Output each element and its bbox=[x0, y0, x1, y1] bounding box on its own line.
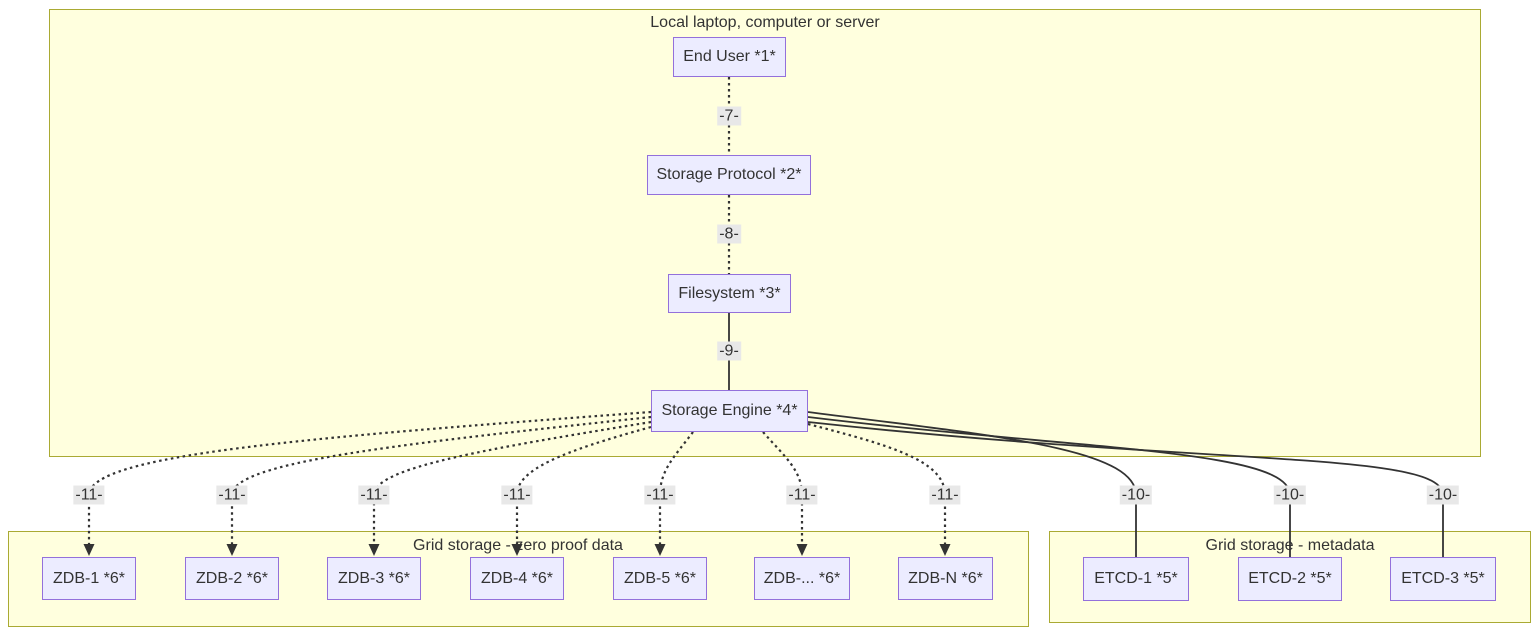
edge-line-11-zdb-n bbox=[807, 422, 947, 545]
node-storage-protocol: Storage Protocol *2* bbox=[647, 155, 811, 195]
edge-line-11-zdb-3 bbox=[372, 420, 652, 545]
edge-label-11-zdb-2: -11- bbox=[216, 485, 248, 505]
node-etcd-3: ETCD-3 *5* bbox=[1390, 557, 1496, 601]
edge-label-11-zdb-1: -11- bbox=[73, 485, 105, 505]
node-etcd-2: ETCD-2 *5* bbox=[1238, 557, 1342, 601]
container-local-title: Local laptop, computer or server bbox=[650, 14, 880, 31]
edge-line-10-etcd-2 bbox=[807, 416, 1291, 557]
node-zdb-1: ZDB-1 *6* bbox=[42, 557, 136, 600]
node-etcd-1: ETCD-1 *5* bbox=[1083, 557, 1189, 601]
edge-line-10-etcd-3 bbox=[807, 421, 1444, 557]
edge-label-7: -7- bbox=[717, 106, 741, 126]
node-zdb-5: ZDB-5 *6* bbox=[613, 557, 707, 600]
node-zdb-ellipsis: ZDB-... *6* bbox=[754, 557, 850, 600]
node-zdb-n: ZDB-N *6* bbox=[898, 557, 993, 600]
edge-label-9: -9- bbox=[717, 341, 741, 361]
node-filesystem: Filesystem *3* bbox=[668, 274, 791, 313]
node-end-user: End User *1* bbox=[673, 37, 786, 77]
arrowhead-zdb-n bbox=[939, 544, 951, 556]
arrowhead-zdb-4 bbox=[511, 544, 523, 556]
edge-label-11-zdb-5: -11- bbox=[644, 485, 676, 505]
arrowhead-zdb-5 bbox=[654, 544, 666, 556]
edge-label-11-zdb-ellipsis: -11- bbox=[786, 485, 818, 505]
node-zdb-3: ZDB-3 *6* bbox=[327, 557, 421, 600]
edge-line-11-zdb-1 bbox=[87, 410, 652, 545]
edge-label-8: -8- bbox=[717, 224, 741, 244]
container-local bbox=[49, 9, 1481, 457]
edge-label-10-etcd-2: -10- bbox=[1273, 485, 1307, 505]
edge-label-10-etcd-1: -10- bbox=[1119, 485, 1153, 505]
arrowhead-zdb-1 bbox=[83, 544, 95, 556]
arrowhead-zdb-3 bbox=[368, 544, 380, 556]
edge-line-11-zdb-2 bbox=[230, 415, 652, 545]
edge-label-11-zdb-4: -11- bbox=[501, 485, 533, 505]
node-storage-engine: Storage Engine *4* bbox=[651, 390, 808, 432]
node-zdb-4: ZDB-4 *6* bbox=[470, 557, 564, 600]
arrowhead-zdb-2 bbox=[226, 544, 238, 556]
arrowhead-zdb-ellipsis bbox=[796, 544, 808, 556]
node-zdb-2: ZDB-2 *6* bbox=[185, 557, 279, 600]
edge-line-10-etcd-1 bbox=[807, 411, 1137, 557]
edge-line-11-zdb-4 bbox=[515, 425, 652, 545]
edge-label-11-zdb-n: -11- bbox=[929, 485, 961, 505]
edge-label-10-etcd-3: -10- bbox=[1426, 485, 1460, 505]
edge-label-11-zdb-3: -11- bbox=[358, 485, 390, 505]
